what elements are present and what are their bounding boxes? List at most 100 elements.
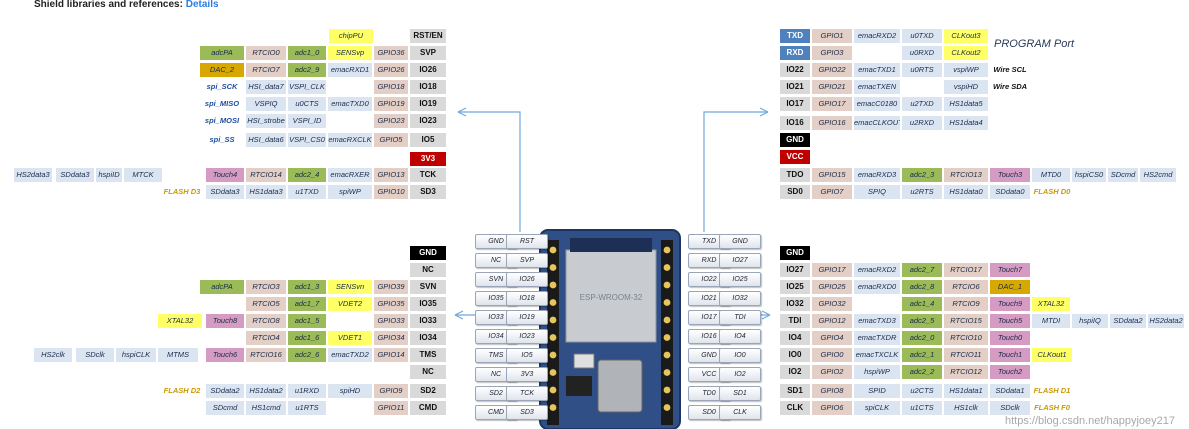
- pin-function-cell: VDET2: [328, 297, 372, 311]
- pin-function-cell: VSPIQ: [246, 97, 286, 111]
- button-part: [573, 353, 595, 369]
- header-pin: [663, 351, 671, 359]
- pin-function-cell: emacTXDR: [854, 331, 900, 345]
- pin-function-cell: FLASH D2: [163, 386, 201, 395]
- arrow-line: [458, 111, 521, 232]
- board-pin-label: IO2: [719, 367, 761, 382]
- pin-function-cell: DAC_1: [990, 280, 1030, 294]
- pin-function-cell: RTCIO8: [246, 314, 286, 328]
- board-pin-label: IO32: [719, 291, 761, 306]
- pin-function-cell: emacRXD1: [328, 63, 372, 77]
- pin-label: SD2: [410, 384, 446, 398]
- arrow-head: [761, 310, 771, 320]
- pin-label: IO19: [410, 97, 446, 111]
- pin-function-cell: emacTXD2: [328, 348, 372, 362]
- pin-function-cell: u1RTS: [288, 401, 326, 415]
- pin-function-cell: HS1data5: [944, 97, 988, 111]
- pin-function-cell: GPIO0: [812, 348, 852, 362]
- pin-function-cell: adc1_4: [902, 297, 942, 311]
- pin-function-cell: adc2_2: [902, 365, 942, 379]
- arrow-head: [454, 310, 464, 320]
- pin-function-cell: SDcmd: [206, 401, 244, 415]
- header: Shield libraries and references: Details: [34, 0, 219, 13]
- pin-function-cell: chipPU: [329, 29, 373, 43]
- pin-function-cell: u0TXD: [902, 29, 942, 43]
- pin-function-cell: GPIO14: [374, 348, 408, 362]
- pin-function-cell: SENSvn: [328, 280, 372, 294]
- pin-label: IO2: [780, 365, 810, 379]
- header-pin: [549, 351, 557, 359]
- pin-label: TCK: [410, 168, 446, 182]
- pin-function-cell: Touch3: [990, 168, 1030, 182]
- pin-function-cell: RTCIO9: [944, 297, 988, 311]
- pin-label: GND: [780, 246, 810, 260]
- pin-function-cell: GPIO15: [812, 168, 852, 182]
- pin-function-cell: GPIO4: [812, 331, 852, 345]
- pin-label: SD0: [780, 185, 810, 199]
- board-pin-label: IO25: [719, 272, 761, 287]
- pin-function-cell: adc2_7: [902, 263, 942, 277]
- pin-function-cell: GPIO34: [374, 331, 408, 345]
- header-pin: [549, 369, 557, 376]
- pin-label: IO32: [780, 297, 810, 311]
- pin-function-cell: GPIO5: [374, 133, 408, 147]
- pin-function-cell: VSPI_CLK: [288, 80, 326, 94]
- pin-label: GND: [780, 133, 810, 147]
- board-pin-label: IO18: [506, 291, 548, 306]
- pin-function-cell: MTCK: [124, 168, 162, 182]
- pin-function-cell: u1TXD: [288, 185, 326, 199]
- pin-label: IO16: [780, 116, 810, 130]
- pin-function-cell: HS1data3: [246, 185, 286, 199]
- pin-function-cell: spiWP: [328, 185, 372, 199]
- pin-function-cell: adc2_4: [288, 168, 326, 182]
- header-pin: [549, 316, 557, 324]
- pin-function-cell: GPIO3: [812, 46, 852, 60]
- pin-function-cell: RTCIO6: [944, 280, 988, 294]
- pin-function-cell: u0RTS: [902, 63, 942, 77]
- pin-function-cell: emacTXCLK: [854, 348, 900, 362]
- pin-function-cell: XTAL32: [1032, 297, 1070, 311]
- pin-function-cell: emacRXER: [328, 168, 372, 182]
- pin-function-cell: vspiHD: [944, 80, 988, 94]
- pin-function-cell: SDdata2: [1110, 314, 1146, 328]
- board-pin-label: IO26: [506, 272, 548, 287]
- pin-function-cell: u2CTS: [902, 384, 942, 398]
- header-pin: [549, 299, 557, 306]
- pin-function-cell: GPIO25: [812, 280, 852, 294]
- pin-function-cell: SDdata2: [206, 384, 244, 398]
- pin-function-cell: GPIO35: [374, 297, 408, 311]
- pin-function-cell: emacRXD3: [854, 168, 900, 182]
- board-pin-label: IO27: [719, 253, 761, 268]
- pin-label: NC: [410, 263, 446, 277]
- pin-label: RXD: [780, 46, 810, 60]
- pin-function-cell: Touch5: [990, 314, 1030, 328]
- pin-function-cell: emacRXD0: [854, 280, 900, 294]
- pin-function-cell: HS1data0: [944, 185, 988, 199]
- pin-function-cell: GPIO1: [812, 29, 852, 43]
- pin-function-cell: GPIO39: [374, 280, 408, 294]
- header-pin: [663, 369, 671, 376]
- pin-function-cell: SDdata3: [206, 185, 244, 199]
- pin-label: RST/EN: [410, 29, 446, 43]
- pin-label: IO34: [410, 331, 446, 345]
- pin-function-cell: emacRXD2: [854, 29, 900, 43]
- pin-function-cell: GPIO7: [812, 185, 852, 199]
- program-port-label: PROGRAM Port: [994, 38, 1075, 50]
- details-link[interactable]: Details: [185, 0, 219, 10]
- pin-function-cell: adc2_8: [902, 280, 942, 294]
- pin-function-cell: GPIO11: [374, 401, 408, 415]
- pin-function-cell: GPIO18: [374, 80, 408, 94]
- pin-function-cell: adc1_7: [288, 297, 326, 311]
- pin-function-cell: HSI_data6: [246, 133, 286, 147]
- pin-function-cell: emacTXD0: [328, 97, 372, 111]
- pin-function-cell: u1RXD: [288, 384, 326, 398]
- header-pin: [663, 404, 671, 411]
- pin-function-cell: SDcmd: [1108, 168, 1138, 182]
- pin-function-cell: RTCIO11: [944, 348, 988, 362]
- pin-function-cell: emacC0180: [854, 97, 900, 111]
- pin-label: GND: [410, 246, 446, 260]
- pin-label: IO18: [410, 80, 446, 94]
- board-pin-label: RST: [506, 234, 548, 249]
- pin-label: TXD: [780, 29, 810, 43]
- pin-label: IO33: [410, 314, 446, 328]
